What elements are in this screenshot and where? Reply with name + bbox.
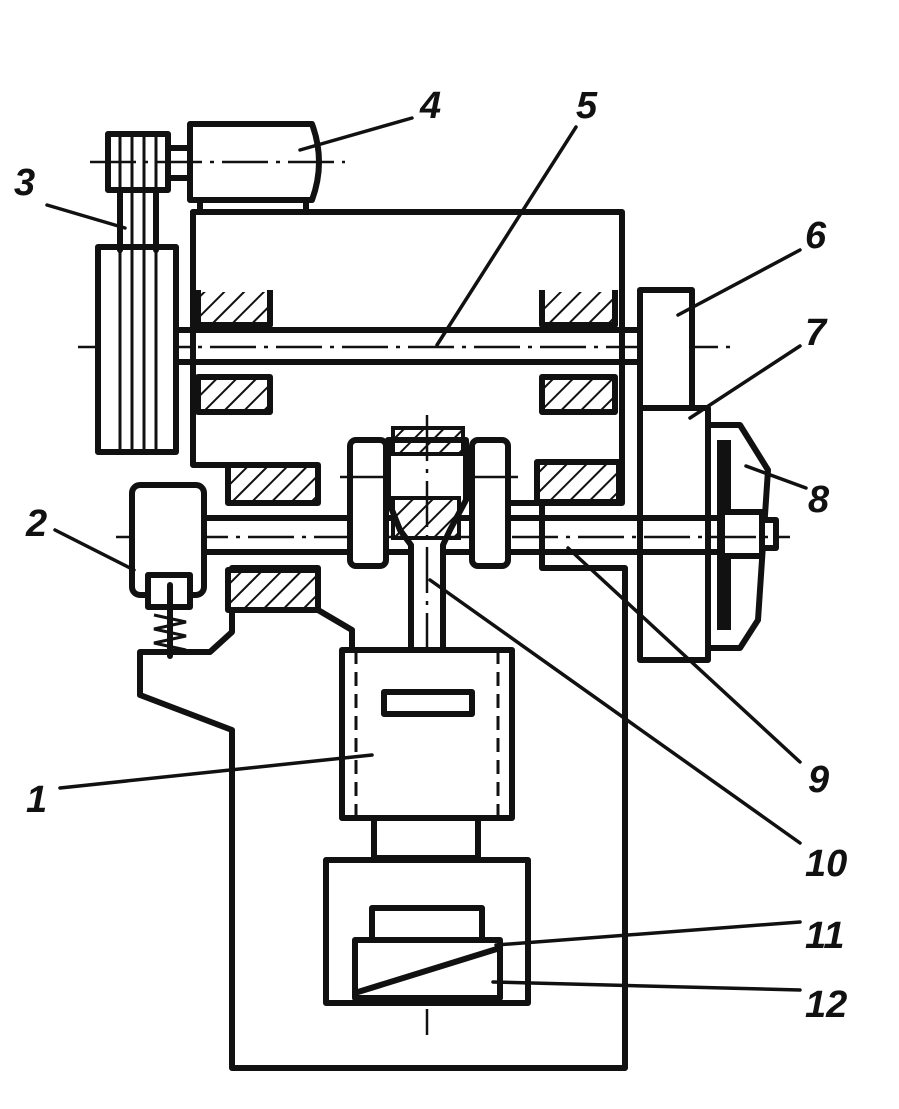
die-block	[323, 857, 531, 1006]
drive-gear	[637, 287, 695, 411]
driven-gear	[637, 405, 711, 663]
label-punch: 11	[805, 915, 844, 957]
part-labels: 1 2 3 4 5 6 7 8 9 10 11 12	[14, 85, 847, 1026]
label-main-shaft: 5	[576, 85, 598, 127]
label-brake-band: 2	[25, 503, 47, 545]
label-motor: 4	[419, 85, 441, 127]
label-die: 12	[805, 984, 847, 1026]
v-belt	[117, 187, 159, 253]
label-ram: 1	[26, 779, 47, 821]
label-drive-gear: 6	[805, 215, 827, 257]
electric-motor	[90, 121, 345, 215]
label-crankshaft: 9	[808, 759, 829, 801]
label-driven-gear: 7	[805, 312, 828, 354]
leader-lines	[45, 116, 808, 992]
label-flywheel: 3	[14, 162, 35, 204]
flywheel-pulley	[95, 244, 179, 455]
ram-slide	[339, 647, 515, 861]
label-brake-disc: 8	[808, 479, 830, 521]
bearing-blocks	[195, 290, 622, 613]
brake-spring	[153, 582, 187, 659]
main-shaft	[78, 327, 730, 365]
label-connecting-rod: 10	[805, 843, 847, 885]
